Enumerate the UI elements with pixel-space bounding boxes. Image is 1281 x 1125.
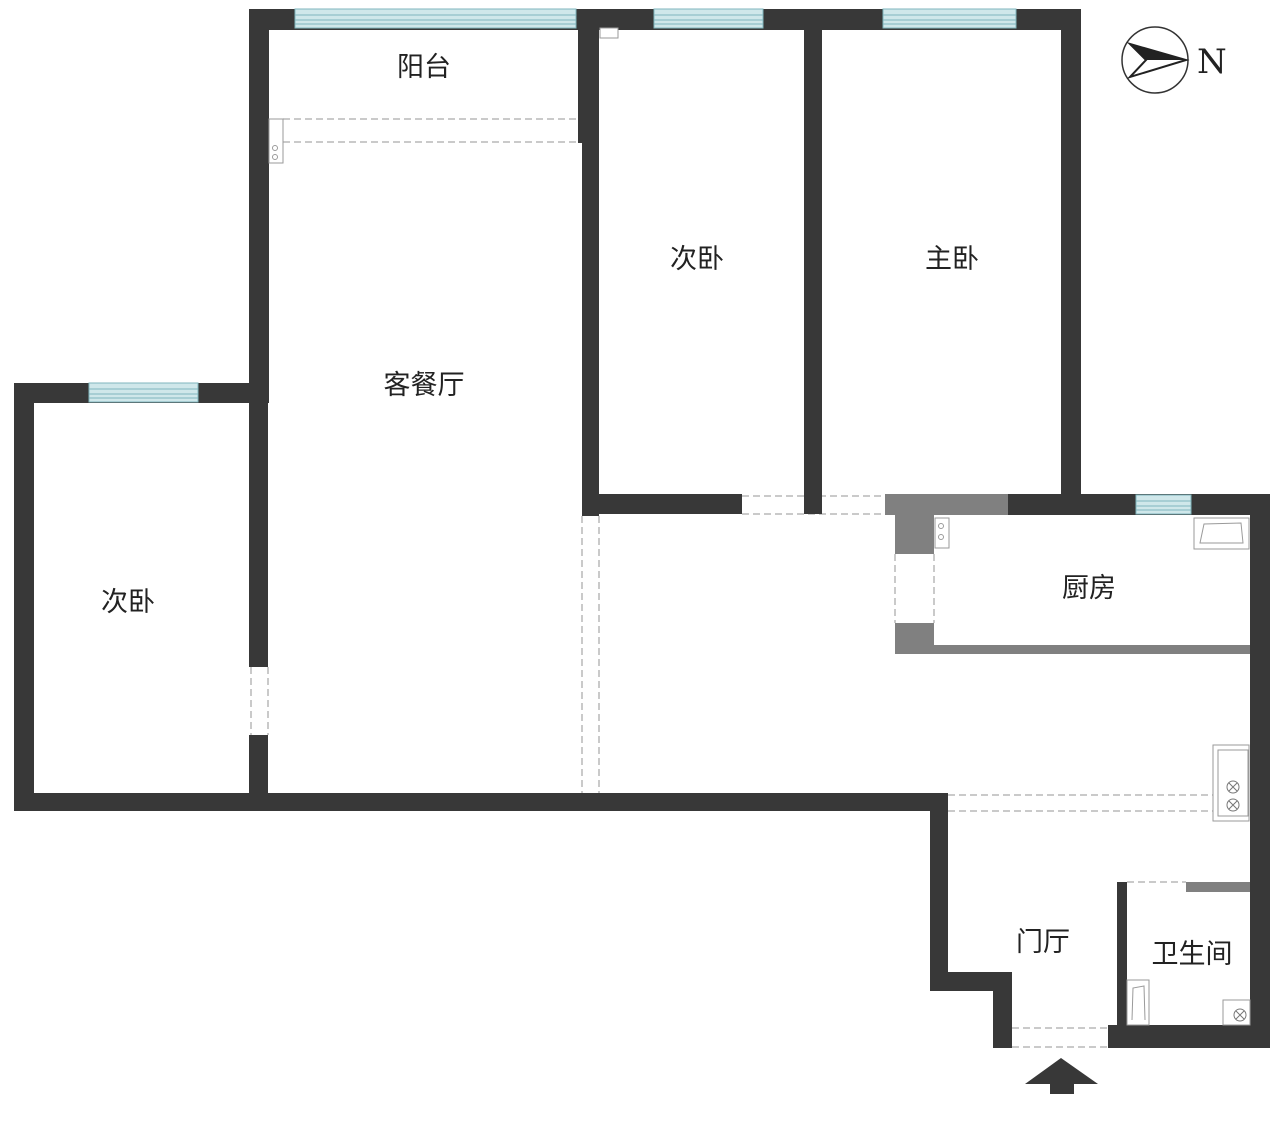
room-label-bathroom: 卫生间 bbox=[1152, 939, 1233, 970]
window-balcony bbox=[294, 8, 577, 29]
stove-icon bbox=[1212, 744, 1250, 822]
room-label-foyer: 门厅 bbox=[1016, 927, 1070, 958]
bathtub-icon bbox=[1126, 979, 1150, 1026]
balcony-sink-icon bbox=[268, 118, 284, 164]
window-master-bedroom bbox=[882, 8, 1017, 29]
fixtures bbox=[268, 27, 1251, 1026]
room-label-living-dining: 客餐厅 bbox=[384, 370, 465, 401]
entrance-arrow-icon bbox=[1025, 1058, 1098, 1094]
compass-arrow-icon bbox=[1121, 26, 1190, 94]
window-second-bedroom-north bbox=[653, 8, 764, 29]
room-label-balcony: 阳台 bbox=[397, 52, 451, 83]
room-label-second-bedroom-west: 次卧 bbox=[101, 587, 155, 618]
bathroom-sink-icon bbox=[1222, 999, 1251, 1026]
room-label-kitchen: 厨房 bbox=[1062, 573, 1116, 604]
walls bbox=[14, 9, 1270, 1048]
kitchen-counter-icon bbox=[1193, 517, 1250, 550]
room-label-second-bedroom-north: 次卧 bbox=[670, 244, 724, 275]
windows bbox=[88, 8, 1192, 515]
kitchen-sink-icon bbox=[934, 517, 950, 549]
window-kitchen bbox=[1135, 494, 1192, 515]
window-second-bedroom-west bbox=[88, 382, 199, 403]
compass-north-label: N bbox=[1197, 42, 1227, 82]
room-labels: 阳台 客餐厅 次卧 主卧 次卧 厨房 门厅 卫生间 bbox=[101, 52, 1233, 970]
bedroom-corner-fixture-icon bbox=[599, 27, 619, 39]
room-label-master-bedroom: 主卧 bbox=[925, 244, 979, 275]
partitions bbox=[885, 494, 1250, 892]
